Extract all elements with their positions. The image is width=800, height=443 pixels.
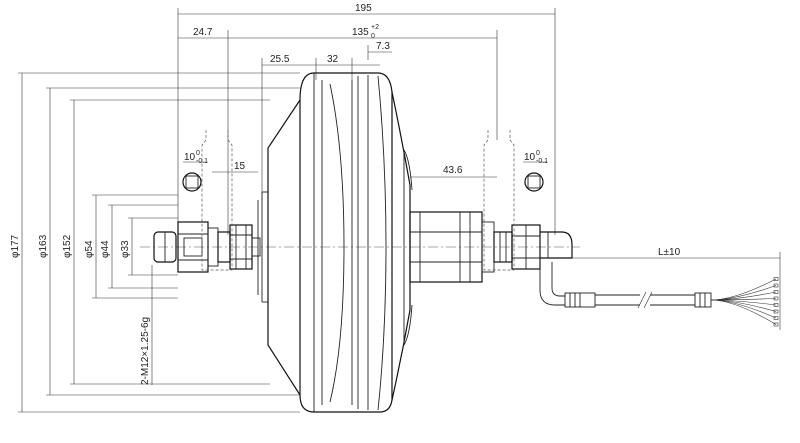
dim-shaft-43-6: 43.6 bbox=[443, 165, 463, 176]
wire-terminal bbox=[773, 303, 779, 307]
dim-slot-left-tol: 0 bbox=[196, 150, 200, 157]
dim-slot-right: 10 bbox=[524, 152, 536, 163]
dim-cable-length: L±10 bbox=[658, 247, 681, 258]
wire-terminal bbox=[773, 296, 779, 301]
wire-terminal bbox=[773, 316, 779, 320]
dim-slot-right-tol: 0 bbox=[536, 150, 540, 157]
dim-axle-span-tol-lower: 0 bbox=[371, 33, 375, 40]
cable-wire bbox=[710, 285, 777, 301]
motor-body bbox=[257, 72, 413, 413]
dim-offset-15: 15 bbox=[234, 161, 246, 172]
wire-terminal bbox=[773, 283, 779, 288]
left-axle bbox=[153, 221, 261, 273]
dim-axle-span: 135 bbox=[352, 27, 369, 38]
dim-d163: φ163 bbox=[38, 234, 49, 258]
dim-offset-7-3: 7.3 bbox=[376, 41, 390, 52]
dropout-slots bbox=[182, 130, 544, 271]
dim-flange-offset: 24.7 bbox=[193, 27, 213, 38]
wire-terminal bbox=[773, 309, 779, 314]
dim-d177: φ177 bbox=[10, 234, 21, 258]
dim-slot-left: 10 bbox=[184, 152, 196, 163]
dim-slot-right-tol2: -0.1 bbox=[536, 158, 548, 165]
wire-terminal bbox=[773, 322, 779, 327]
dim-d33: φ33 bbox=[120, 240, 131, 258]
cable-wire bbox=[710, 278, 777, 301]
dim-offset-25-5: 25.5 bbox=[270, 54, 290, 65]
dim-d54: φ54 bbox=[84, 240, 95, 258]
left-diameters: φ177 φ163 φ152 φ54 φ44 φ33 2-M12×1.25-6g bbox=[10, 72, 300, 413]
top-dimensions: 195 24.7 135 +2 0 7.3 25.5 32 15 43.6 10… bbox=[177, 3, 556, 235]
cable: L±10 bbox=[564, 247, 781, 330]
dim-d152: φ152 bbox=[62, 234, 73, 258]
cable-wire bbox=[710, 299, 777, 325]
dim-axle-span-tol-upper: +2 bbox=[371, 24, 379, 31]
cable-wires bbox=[710, 277, 779, 327]
dim-total-width: 195 bbox=[355, 3, 372, 14]
dim-d44: φ44 bbox=[100, 240, 111, 258]
wire-terminal bbox=[773, 290, 779, 294]
dim-offset-32: 32 bbox=[327, 54, 339, 65]
right-shaft bbox=[409, 211, 573, 306]
thread-callout: 2-M12×1.25-6g bbox=[140, 317, 151, 385]
wire-terminal bbox=[773, 277, 779, 281]
